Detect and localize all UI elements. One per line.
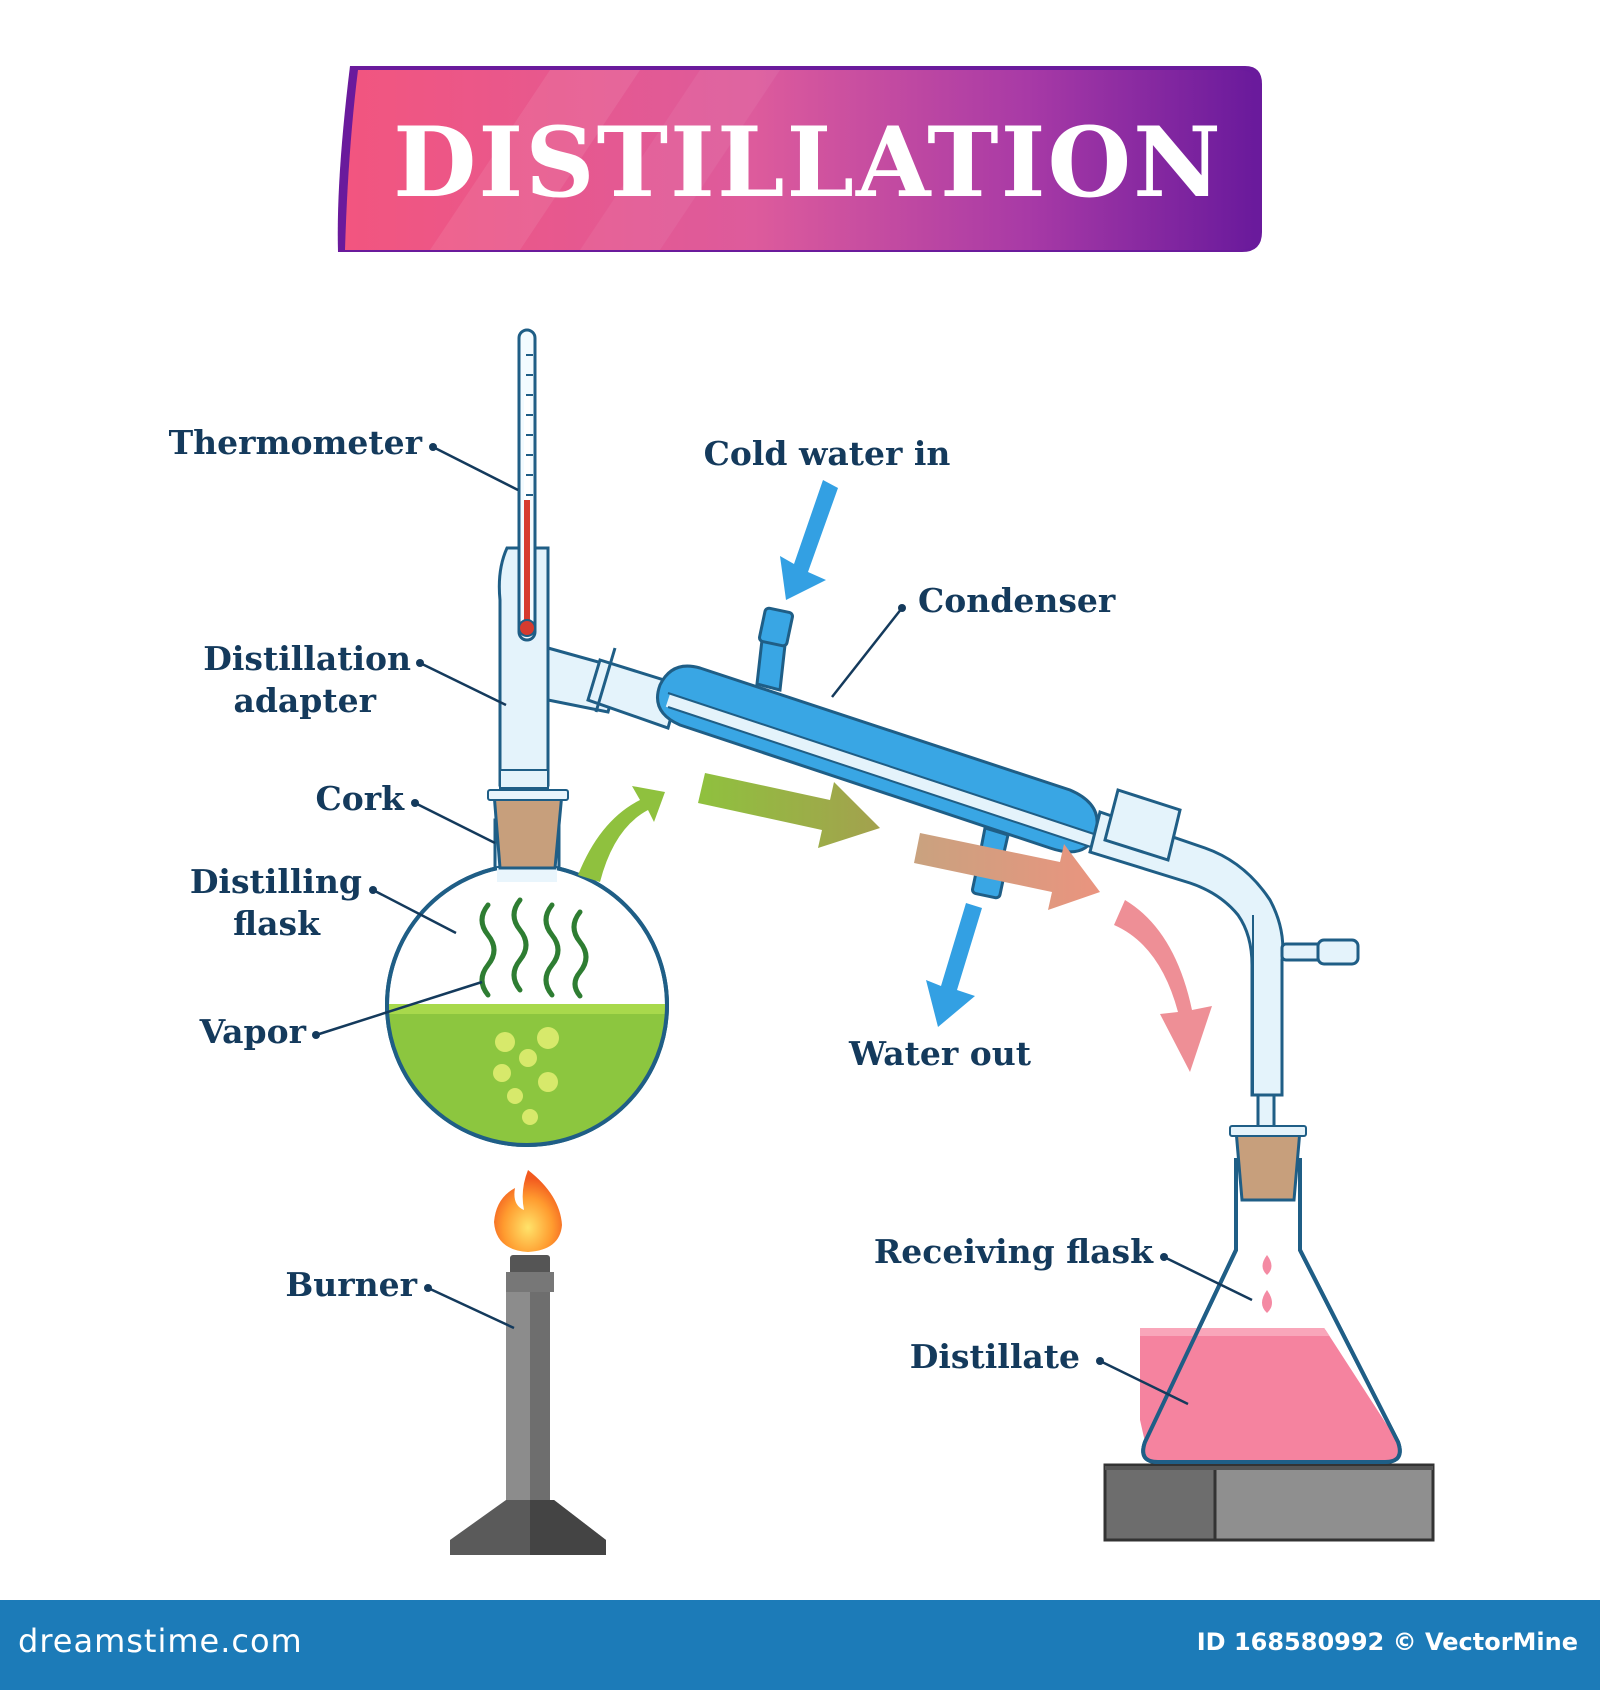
label-distillate: Distillate [910,1337,1080,1376]
receiving-flask [1140,1158,1402,1464]
label-receiving-flask: Receiving flask [874,1232,1154,1271]
adapter-condenser-joint [586,647,682,730]
receiving-cork [1229,1125,1307,1202]
labels: Thermometer Cold water in Condenser Dist… [169,423,1155,1376]
title-banner: DISTILLATION [337,66,1262,252]
label-distilling-flask-line1: Distilling [190,862,362,901]
receiving-stand [1103,1463,1435,1542]
label-distillation-adapter-line1: Distillation [203,639,411,678]
leader-dots [312,443,1168,1365]
label-distilling-flask-line2: flask [233,904,321,943]
distilling-flask [385,818,669,1147]
label-thermometer: Thermometer [169,423,423,462]
leader-lines [315,445,1253,1406]
label-distillation-adapter-line2: adapter [233,681,376,720]
cork [487,789,569,870]
vapor-squiggles [479,897,589,999]
label-cold-water-in: Cold water in [704,434,951,473]
page-title: DISTILLATION [393,106,1223,219]
thermometer [517,328,537,642]
flame-icon [494,1170,562,1252]
burner [450,1255,606,1555]
receiving-adapter [1088,788,1360,1237]
condenser [656,606,1103,900]
label-water-out: Water out [848,1034,1032,1073]
footer-credit: ID 168580992 © VectorMine [1196,1628,1578,1656]
label-vapor: Vapor [199,1012,307,1051]
label-burner: Burner [285,1265,417,1304]
label-condenser: Condenser [918,581,1116,620]
footer-bar: dreamstime.com ID 168580992 © VectorMine [0,1600,1600,1690]
label-cork: Cork [315,779,405,818]
process-arrows [578,480,1212,1072]
footer-brand: dreamstime.com [18,1622,303,1660]
